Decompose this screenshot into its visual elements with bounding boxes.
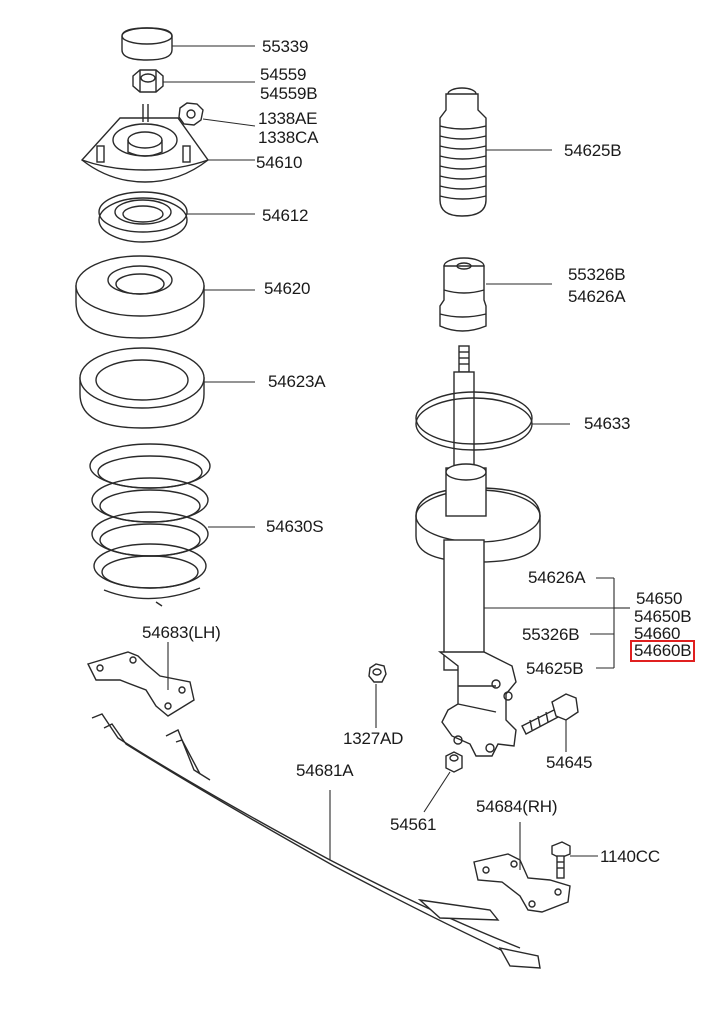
label-54626a-stop: 54626A: [568, 287, 626, 306]
label-54660b-highlighted: 54660B: [630, 640, 696, 662]
label-54559b: 54559B: [260, 84, 318, 103]
nut-1338ae: [178, 102, 204, 126]
mount-plate-54610: [80, 104, 209, 183]
spring-pad-54623a: [79, 347, 205, 429]
bracket-54683: [87, 651, 195, 717]
nut-1327ad: [368, 663, 387, 683]
label-54650: 54650: [636, 589, 683, 608]
strut-leaders: [484, 577, 630, 669]
label-54630s: 54630S: [266, 517, 324, 536]
label-54623a: 54623A: [268, 372, 326, 391]
cap-55339: [121, 27, 173, 61]
bearing-54612: [98, 191, 188, 243]
label-54612: 54612: [262, 206, 309, 225]
label-1338ca: 1338CA: [258, 128, 319, 147]
label-54626a: 54626A: [528, 568, 586, 587]
label-54633: 54633: [584, 414, 631, 433]
knuckle-bracket: [437, 651, 517, 757]
dust-boot-54625b: [439, 87, 487, 217]
nut-54559: [132, 69, 164, 93]
label-1338ae: 1338AE: [258, 109, 318, 128]
label-1140cc: 1140CC: [600, 847, 660, 866]
label-54684: 54684(RH): [476, 797, 558, 816]
label-54625b-boot: 54625B: [564, 141, 622, 160]
bolt-1140cc: [551, 841, 571, 879]
label-54650b: 54650B: [634, 607, 692, 626]
bolt-54645: [521, 693, 579, 735]
label-54681a: 54681A: [296, 761, 354, 780]
spring-seat-54620: [75, 255, 205, 339]
label-54645: 54645: [546, 753, 593, 772]
bracket-54684: [473, 853, 571, 913]
label-55339: 55339: [262, 37, 309, 56]
coil-spring-54630s: [89, 443, 211, 607]
label-54559: 54559: [260, 65, 307, 84]
label-54625b: 54625B: [526, 659, 584, 678]
bump-stop-55326b: [439, 257, 487, 332]
label-54561: 54561: [390, 815, 437, 834]
strut-body: [415, 463, 541, 671]
label-54620: 54620: [264, 279, 311, 298]
label-55326b: 55326B: [522, 625, 580, 644]
stabilizer-bar-54681a: [91, 713, 541, 969]
label-54660: 54660: [634, 624, 681, 643]
label-54610: 54610: [256, 153, 303, 172]
label-1327ad: 1327AD: [343, 729, 404, 748]
nut-54561: [445, 751, 463, 773]
label-55326b-stop: 55326B: [568, 265, 626, 284]
label-54683: 54683(LH): [142, 623, 221, 642]
